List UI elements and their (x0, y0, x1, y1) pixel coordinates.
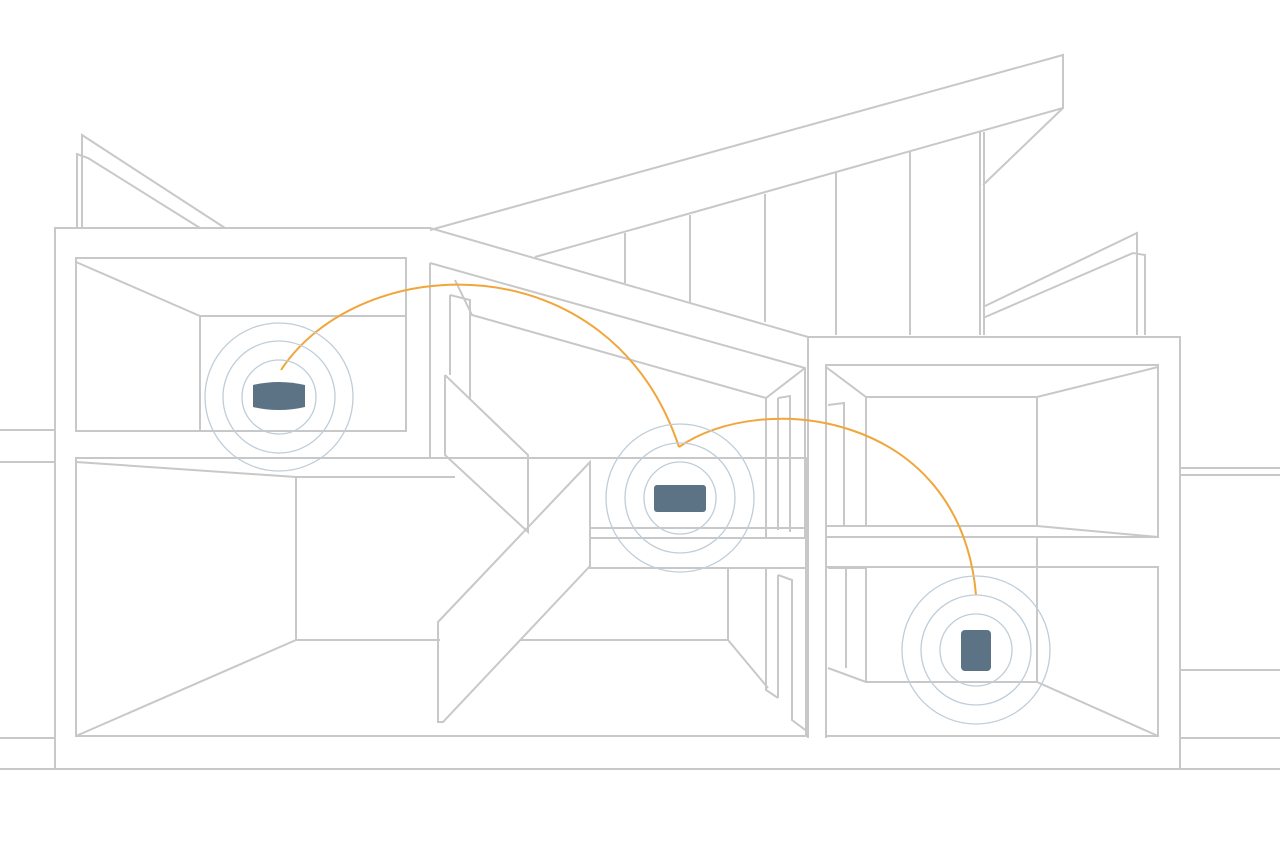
upper-right-room (825, 364, 1159, 538)
center-doors (765, 568, 809, 733)
router-upper-left[interactable] (204, 322, 354, 472)
house-outline (54, 227, 1181, 769)
roof-left (76, 133, 226, 229)
mesh-node-center[interactable] (605, 423, 755, 573)
upper-left-room (75, 257, 431, 459)
ground-lines (0, 429, 1280, 770)
router-icon (253, 382, 305, 410)
wifi-signal-icon (605, 423, 755, 573)
lower-left-room (75, 457, 807, 737)
mesh-node-icon (654, 485, 706, 512)
connection-arc-center-to-lower-right (678, 417, 977, 596)
roof-main (429, 53, 1064, 335)
mesh-node-lower-right[interactable] (901, 575, 1051, 725)
roof-right (982, 231, 1146, 335)
wifi-signal-icon (901, 575, 1051, 725)
mesh-node-icon (961, 630, 991, 671)
stair-partition (437, 374, 591, 723)
connection-arc-router-to-center (280, 283, 680, 448)
lower-right-room (825, 537, 1159, 737)
wifi-signal-icon (204, 322, 354, 472)
